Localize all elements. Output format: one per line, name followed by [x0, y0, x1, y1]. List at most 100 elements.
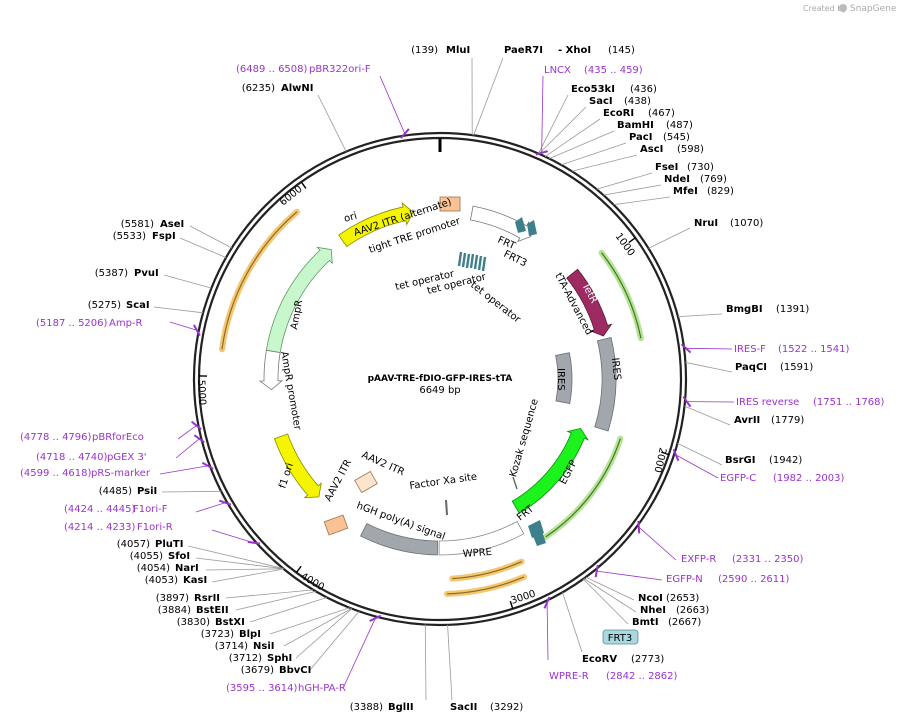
pbr322ori-f-label: pBR322ori-F: [309, 64, 371, 75]
enzyme-leader-line: [153, 306, 204, 314]
aav2-itr-block: [323, 514, 349, 536]
wpre-orf-arc-1: [449, 558, 525, 582]
nrui-pos: (1070): [730, 218, 763, 229]
tet-operator-label-3: tet operator: [468, 280, 523, 326]
primer-mark: [201, 461, 214, 470]
leader-lines: [153, 57, 735, 701]
primer-leader-line: [177, 425, 197, 440]
avrii-label: AvrII: [734, 415, 760, 426]
ires-outer-label: IRES: [609, 357, 622, 381]
scai-pos: (5275): [88, 300, 121, 311]
enzyme-leader-line: [163, 274, 212, 289]
f1ori-f-label: F1ori-F: [133, 504, 168, 515]
hgh-polya-feature: [360, 523, 439, 556]
kasi-label: KasI: [183, 575, 207, 586]
primer-leader-line: [675, 454, 719, 479]
enzyme-leader-line: [603, 184, 662, 196]
fsei-pos: (730): [687, 162, 714, 173]
snapgene-logo-icon: [839, 4, 847, 12]
pgex3-label: pGEX 3': [107, 452, 147, 463]
tick-label-2000: 2000: [651, 446, 667, 473]
pbrforeco-label: pBRforEco: [92, 432, 144, 443]
enzyme-leader-line: [677, 442, 723, 466]
egfp-orf-arc: [542, 435, 624, 540]
enzyme-leader-line: [211, 568, 284, 583]
xhoi-label: - XhoI: [558, 45, 591, 56]
enzyme-leader-line: [583, 578, 637, 613]
primer-leader-line: [541, 75, 544, 153]
bstxi-label: BstXI: [215, 617, 245, 628]
tick-1000: [628, 237, 636, 244]
tick-label-5000: 5000: [195, 380, 207, 406]
mlui-pos: (139): [411, 45, 438, 56]
paci-pos: (545): [663, 132, 690, 143]
nari-label: NarI: [175, 563, 199, 574]
egfp-n-range: (2590 .. 2611): [718, 574, 790, 585]
ecorv-pos: (2773): [631, 654, 664, 665]
enzyme-leader-line: [309, 611, 360, 671]
primer-mark: [218, 499, 232, 506]
enzyme-leader-line: [161, 490, 222, 493]
factor-xa-label: Factor Xa site: [409, 472, 478, 492]
amp-r-range: (5187 .. 5206): [36, 318, 108, 329]
ecorv-label: EcoRV: [582, 654, 617, 665]
ori-feature: [338, 201, 414, 248]
ncoi-label: NcoI: [638, 593, 663, 604]
enzyme-leader-line: [648, 227, 691, 249]
enzyme-leader-line: [269, 607, 350, 635]
ires-f-label: IRES-F: [734, 344, 766, 355]
paqci-label: PaqCI: [735, 362, 767, 373]
scai-label: ScaI: [126, 300, 150, 311]
asci-pos: (598): [677, 144, 704, 155]
primer-mark: [247, 540, 261, 545]
enzyme-leader-line: [205, 568, 284, 571]
primer-mark: [680, 343, 692, 354]
ires-inner-feature: [555, 352, 573, 404]
egfp-c-range: (1982 .. 2003): [773, 473, 845, 484]
enzyme-leader-line: [283, 608, 352, 647]
eco53ki-pos: (436): [630, 84, 657, 95]
enzyme-leader-line: [571, 154, 638, 172]
bsrgi-label: BsrGI: [725, 455, 755, 466]
exfp-r-range: (2331 .. 2350): [732, 554, 804, 565]
f1ori-r-label: F1ori-R: [137, 522, 173, 533]
kasi-pos: (4053): [145, 575, 178, 586]
enzyme-leader-line: [249, 597, 328, 623]
mlui-label: MluI: [446, 45, 470, 56]
enzyme-leader-line: [235, 591, 317, 611]
primer-mark: [369, 614, 382, 622]
saci-label: SacI: [589, 96, 613, 107]
ampr-feature: [265, 246, 333, 354]
primer-leader-line: [596, 570, 663, 581]
ires-reverse-range: (1751 .. 1768): [813, 397, 885, 408]
sacii-label: SacII: [450, 702, 477, 713]
nsii-pos: (3714): [215, 641, 248, 652]
credit-text: Created by: [803, 4, 847, 13]
aav2-itr-small-block: [354, 470, 378, 494]
enzyme-leader-line: [424, 624, 427, 701]
alwni-pos: (6235): [242, 83, 275, 94]
aav2-itr-alt-block: [439, 196, 461, 212]
pluti-pos: (4057): [117, 539, 150, 550]
ampr-orf-arc-inner: [221, 211, 298, 350]
primer-mark: [191, 420, 202, 431]
sphi-label: SphI: [267, 653, 292, 664]
enzyme-leader-line: [295, 608, 353, 659]
enzyme-leader-line: [179, 237, 227, 258]
ires-f-range: (1522 .. 1541): [778, 344, 850, 355]
lncx-range: (435 .. 459): [584, 65, 643, 76]
fspi-label: FspI: [152, 231, 176, 242]
ires-feature: [594, 336, 617, 432]
ampr-label: AmpR: [289, 299, 305, 330]
nhei-pos: (2663): [676, 605, 709, 616]
primer-leader-line: [638, 526, 677, 561]
nari-pos: (4054): [137, 563, 170, 574]
saci-pos: (438): [624, 96, 651, 107]
asei-pos: (5581): [121, 219, 154, 230]
f1ori-r-range: (4214 .. 4233): [64, 522, 136, 533]
enzyme-leader-line: [189, 225, 232, 249]
exfp-r-label: EXFP-R: [681, 554, 716, 565]
egfp-orf-arc-inner: [545, 438, 621, 538]
psii-pos: (4485): [99, 486, 132, 497]
tight-tre-promoter-feature: [469, 205, 532, 243]
